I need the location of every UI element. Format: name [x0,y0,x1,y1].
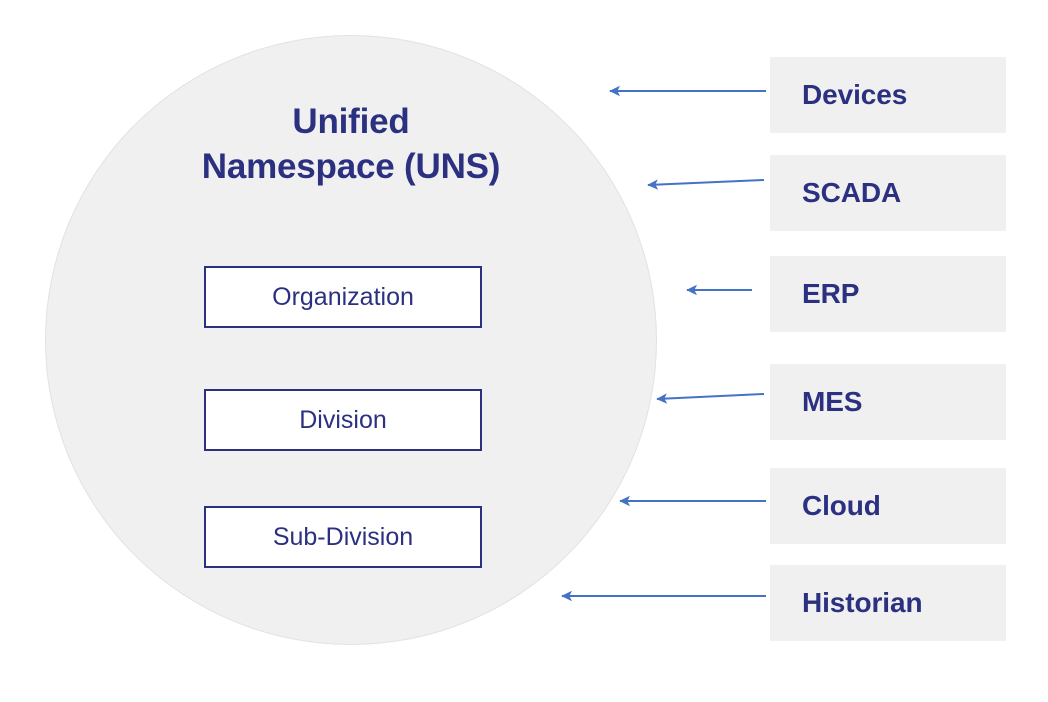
source-box-devices[interactable]: Devices [770,57,1006,133]
level-box-division-label: Division [299,405,387,434]
level-box-organization[interactable]: Organization [204,266,482,328]
source-box-scada[interactable]: SCADA [770,155,1006,231]
source-label-cloud: Cloud [802,490,881,521]
arrow-scada [647,179,765,190]
source-label-historian: Historian [802,587,923,618]
source-box-erp[interactable]: ERP [770,256,1006,332]
source-label-erp: ERP [802,278,860,309]
source-box-historian[interactable]: Historian [770,565,1006,641]
source-box-mes[interactable]: MES [770,364,1006,440]
source-box-cloud[interactable]: Cloud [770,468,1006,544]
level-box-division[interactable]: Division [204,389,482,451]
title-line-1: Unified [292,102,410,141]
source-label-mes: MES [802,386,863,417]
source-label-devices: Devices [802,79,908,110]
arrow-mes [656,393,765,404]
level-box-sub-division[interactable]: Sub-Division [204,506,482,568]
level-box-sub-division-label: Sub-Division [272,522,414,551]
source-label-scada: SCADA [802,177,902,208]
unified-namespace-title: Unified Namespace (UNS) [45,100,657,190]
title-line-2: Namespace (UNS) [201,146,501,186]
level-box-organization-label: Organization [272,282,414,311]
